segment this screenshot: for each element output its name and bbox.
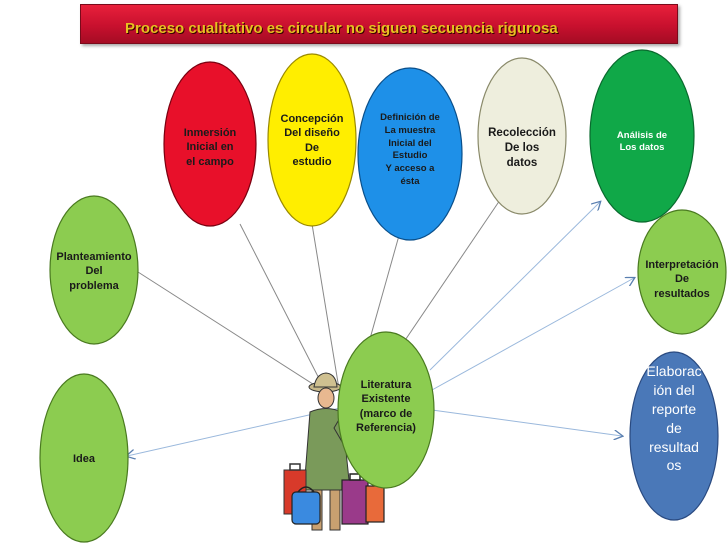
node-planteamiento (49, 195, 139, 345)
label-idea: Idea (72, 453, 95, 465)
label-interpretacion: Interpretación De resultados (645, 259, 719, 300)
node-literatura (337, 331, 435, 489)
arrow-to-analisis (429, 202, 600, 371)
node-definicion (357, 67, 463, 241)
arrow-to-elaboracion (431, 409, 622, 436)
label-concepcion: Concepción Del diseño De estudio (280, 113, 344, 168)
label-recoleccion: Recolección De los datos (488, 127, 556, 169)
label-elaboracion: Elaborac ión del reporte de resultad os (646, 363, 702, 474)
label-analisis: Análisis de Los datos (616, 130, 668, 154)
label-inmersion: Inmersión Inicial en el campo (183, 127, 237, 168)
connector-planteamiento (137, 271, 331, 396)
label-literatura: Literatura Existente (marco de Referenci… (356, 379, 416, 434)
label-planteamiento: Planteamiento Del problema (56, 251, 132, 292)
connector-inmersion (239, 223, 331, 401)
node-idea (39, 373, 129, 543)
label-definicion: Definición de La muestra Inicial del Est… (380, 112, 440, 188)
connector-concepcion (311, 223, 341, 396)
page-title: Proceso cualitativo es circular no sigue… (125, 20, 558, 37)
node-inmersion (163, 61, 257, 227)
node-recoleccion (477, 57, 567, 215)
node-concepcion (267, 53, 357, 227)
node-elaboracion (629, 351, 719, 521)
node-interpretacion (637, 209, 727, 335)
arrow-to-idea (127, 407, 341, 456)
title-banner (80, 4, 678, 44)
arrow-to-interpretacion (431, 278, 634, 391)
node-analisis (589, 49, 695, 223)
traveler-with-luggage-icon (283, 372, 385, 531)
